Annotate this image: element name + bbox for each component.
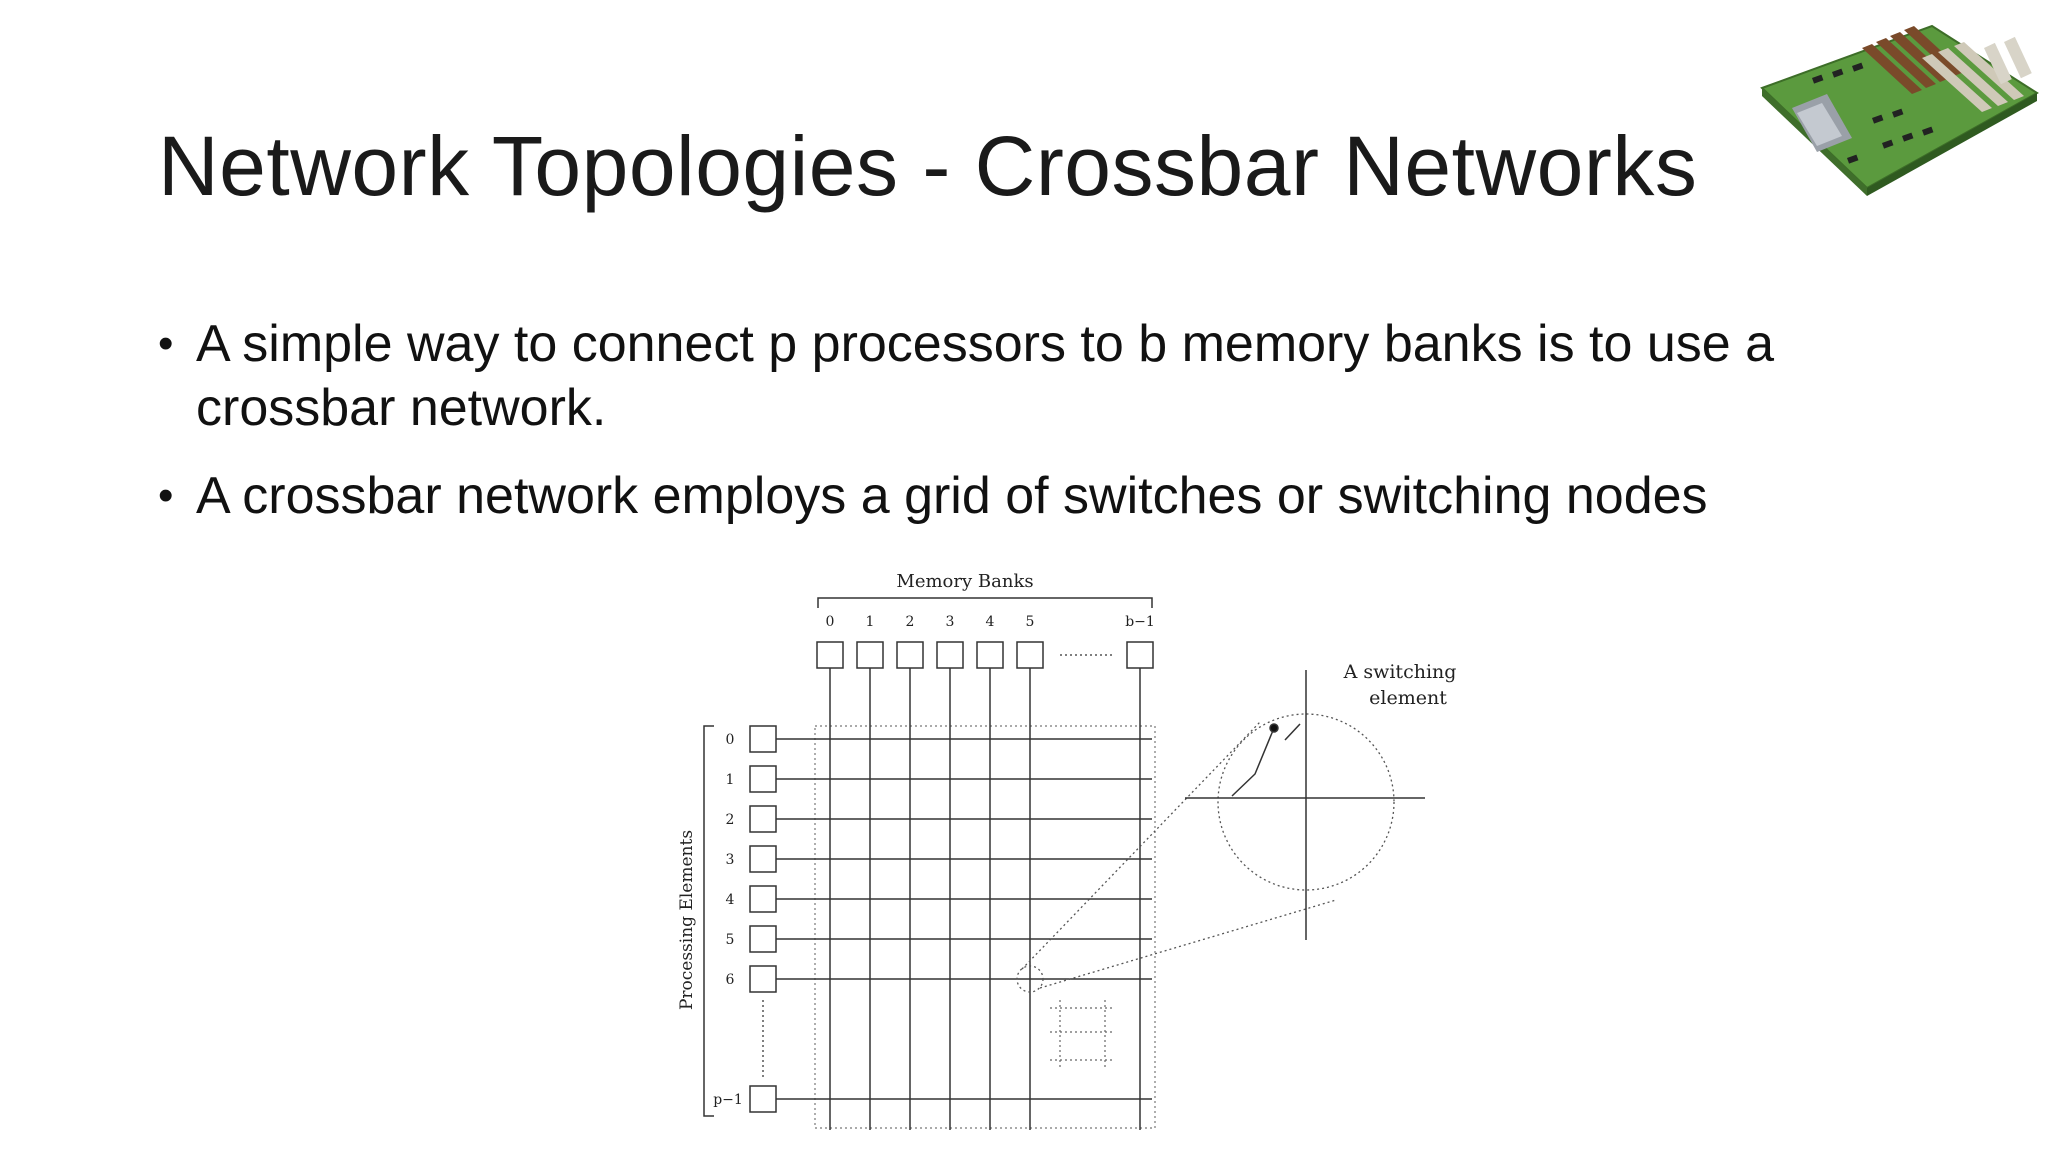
- bank-label: 3: [946, 614, 955, 630]
- pe-label: 1: [726, 772, 735, 788]
- bank-boxes: [816, 641, 1154, 669]
- pe-label: 3: [726, 852, 735, 868]
- bank-box: [856, 641, 884, 669]
- pe-label: 4: [726, 892, 735, 908]
- bullet-dot-icon: •: [158, 319, 174, 368]
- pe-box: [749, 725, 777, 753]
- switching-element-circle: [1217, 713, 1395, 891]
- pe-label: 6: [726, 972, 735, 988]
- grid-frame: [814, 725, 1156, 1129]
- pe-label: 5: [726, 932, 735, 948]
- bank-label: 0: [826, 614, 835, 630]
- bank-label: 2: [906, 614, 915, 630]
- horizontal-lines: [776, 738, 1152, 1100]
- switching-element-label: A switching: [1343, 661, 1457, 683]
- motherboard-icon: [1760, 24, 2039, 196]
- bank-labels: 0 1 2 3 4 5 b−1: [826, 614, 1155, 630]
- bank-label: 1: [866, 614, 875, 630]
- magnifier-line: [1021, 721, 1261, 970]
- bullet-list: • A simple way to connect p processors t…: [158, 312, 1878, 552]
- bank-box: [936, 641, 964, 669]
- bank-label: 5: [1026, 614, 1035, 630]
- pe-box: [749, 845, 777, 873]
- pe-label: 0: [726, 732, 735, 748]
- memory-banks-bracket: [817, 597, 1153, 608]
- pe-box: [749, 1085, 777, 1113]
- bank-label: b−1: [1125, 614, 1155, 630]
- pe-label: 2: [726, 812, 735, 828]
- bullet-text: A simple way to connect p processors to …: [196, 315, 1775, 437]
- pe-boxes: [749, 725, 777, 1113]
- switch-highlight: [1016, 965, 1044, 993]
- slide-title: Network Topologies - Crossbar Networks: [158, 119, 1698, 213]
- bank-box: [1016, 641, 1044, 669]
- bank-box: [1126, 641, 1154, 669]
- bank-box: [896, 641, 924, 669]
- crossbar-diagram: Memory Banks 0 1 2 3 4 5 b−1: [677, 571, 1457, 1130]
- pe-box: [749, 925, 777, 953]
- processing-elements-bracket: [703, 725, 714, 1117]
- bullet-text: A crossbar network employs a grid of swi…: [196, 467, 1708, 525]
- pe-label: p−1: [713, 1092, 743, 1108]
- memory-banks-label: Memory Banks: [896, 571, 1033, 592]
- switching-element-label: element: [1369, 687, 1447, 709]
- pe-box: [749, 765, 777, 793]
- pe-labels: 0 1 2 3 4 5 6 p−1: [713, 732, 743, 1108]
- magnifier-line: [1039, 899, 1337, 989]
- bullet-item: • A crossbar network employs a grid of s…: [158, 464, 1878, 528]
- pe-box: [749, 885, 777, 913]
- bank-box: [976, 641, 1004, 669]
- subgrid: [1050, 1000, 1115, 1070]
- bullet-dot-icon: •: [158, 471, 174, 520]
- bank-label: 4: [986, 614, 995, 630]
- processing-elements-label: Processing Elements: [677, 830, 697, 1010]
- pe-box: [749, 805, 777, 833]
- pe-box: [749, 965, 777, 993]
- switch-element: [1185, 670, 1425, 940]
- bank-box: [816, 641, 844, 669]
- bullet-item: • A simple way to connect p processors t…: [158, 312, 1878, 440]
